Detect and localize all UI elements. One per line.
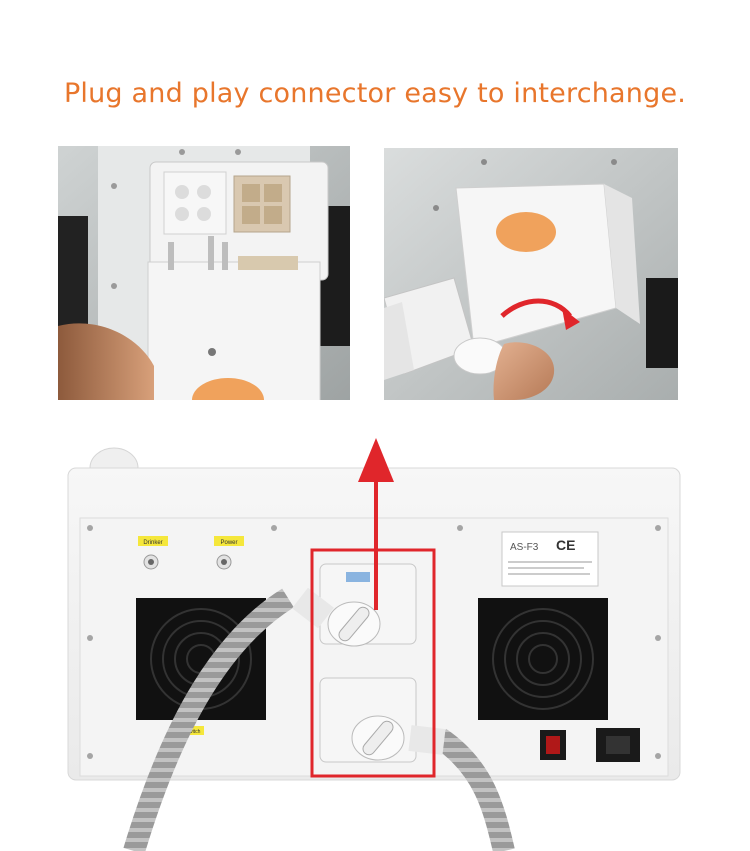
lock-twist-photo <box>384 148 678 400</box>
model-label: AS-F3 <box>510 542 539 553</box>
connector-socket-photo <box>58 146 350 400</box>
switch-tag: Switch <box>186 729 201 735</box>
ce-mark: CE <box>556 537 575 553</box>
drinker-tag: Drinker <box>143 540 162 546</box>
machine-back-panel-photo: Drinker Power AS-F3 CE Switch <box>64 438 684 851</box>
power-tag: Power <box>220 540 237 546</box>
headline: Plug and play connector easy to intercha… <box>63 78 687 109</box>
